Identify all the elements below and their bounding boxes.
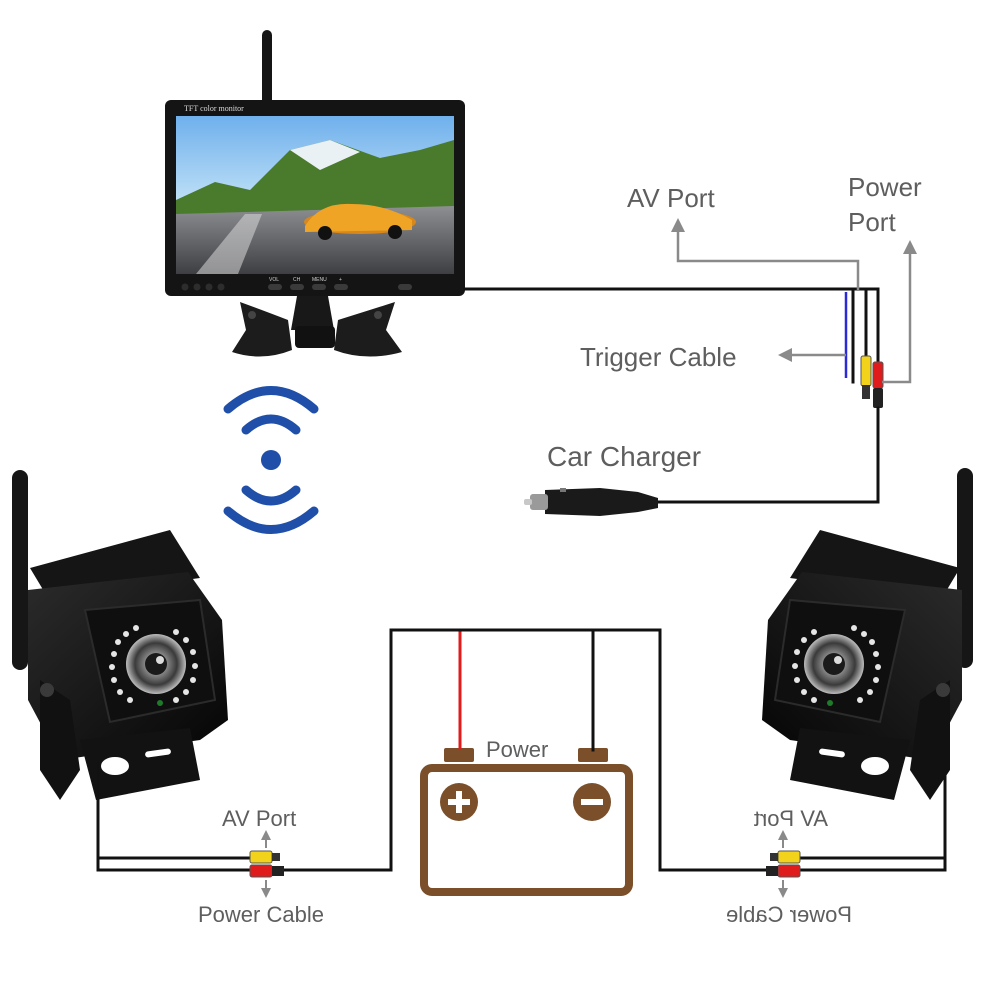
- monitor-antenna: [262, 30, 272, 105]
- car-charger-cable: [653, 406, 880, 504]
- label-battery-power: Power: [486, 737, 548, 762]
- monitor-cable-harness: [463, 287, 884, 516]
- monitor: TFT color monitor VOL CH MENU +: [165, 30, 465, 357]
- left-av-connector: [249, 850, 280, 864]
- label-power-port-line1: Power: [848, 172, 922, 202]
- battery: [420, 748, 633, 896]
- label-av-port-left: AV Port: [222, 806, 296, 831]
- minus-icon: [573, 783, 611, 821]
- monitor-button-ch: CH: [293, 277, 301, 283]
- right-camera-feed: [658, 628, 807, 872]
- plus-icon: [440, 783, 478, 821]
- label-av-port-right: AV Port: [754, 806, 828, 831]
- label-power-cable-right: Power Cable: [726, 902, 852, 927]
- monitor-buttons: VOL CH MENU +: [181, 277, 412, 291]
- left-camera-feed: [282, 628, 393, 872]
- right-power-connector: [766, 864, 801, 878]
- monitor-brand-text: TFT color monitor: [184, 104, 244, 113]
- camera-left: [12, 470, 228, 800]
- label-power-cable-left: Power Cable: [198, 902, 324, 927]
- callout-arrows: [671, 218, 917, 384]
- car-charger-plug: [524, 488, 658, 516]
- label-power-port-line2: Port: [848, 207, 896, 237]
- label-car-charger: Car Charger: [547, 441, 701, 472]
- monitor-mount: [232, 296, 402, 357]
- av-connector: [860, 355, 872, 387]
- camera-left-antenna: [12, 470, 28, 670]
- monitor-button-plus: +: [339, 277, 342, 283]
- wireless-signal-icon: [223, 386, 319, 534]
- monitor-button-menu: MENU: [312, 277, 327, 283]
- label-trigger-cable: Trigger Cable: [580, 342, 737, 372]
- power-connector: [872, 361, 884, 389]
- camera-right: [762, 468, 973, 800]
- left-power-connector: [249, 864, 284, 878]
- battery-terminal-positive: [444, 748, 474, 762]
- right-av-connector: [770, 850, 801, 864]
- camera-wiring: [96, 628, 947, 898]
- label-av-port-top: AV Port: [627, 183, 715, 213]
- battery-terminal-negative: [578, 748, 608, 762]
- monitor-button-vol: VOL: [269, 277, 279, 283]
- monitor-screen: [176, 116, 454, 274]
